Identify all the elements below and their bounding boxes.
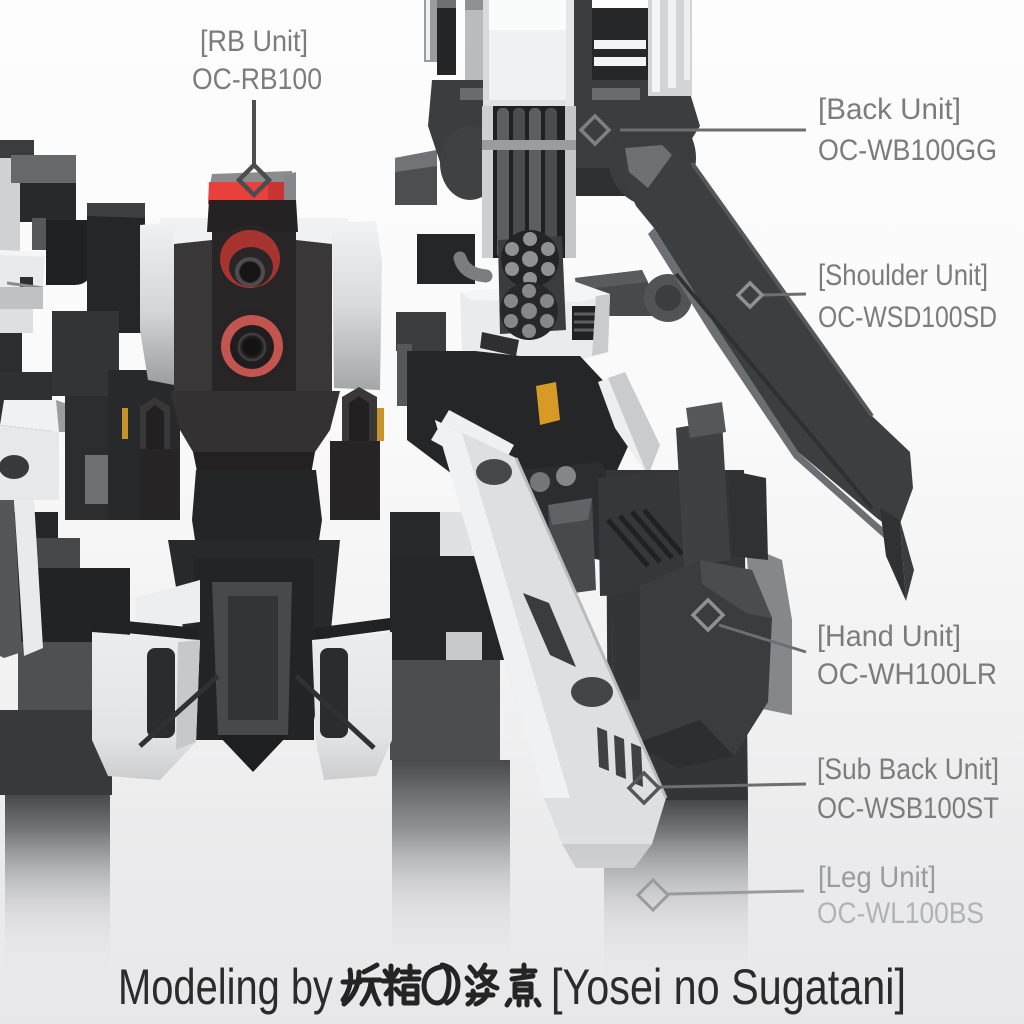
svg-text:Modeling by: Modeling by (118, 959, 333, 1015)
svg-text:[Shoulder Unit]: [Shoulder Unit] (818, 259, 988, 292)
svg-text:[Back Unit]: [Back Unit] (818, 93, 961, 126)
svg-text:OC-WH100LR: OC-WH100LR (817, 658, 997, 691)
svg-text:OC-WSB100ST: OC-WSB100ST (817, 792, 999, 825)
svg-text:OC-WB100GG: OC-WB100GG (818, 134, 997, 167)
svg-text:OC-WSD100SD: OC-WSD100SD (818, 301, 997, 334)
svg-text:[Sub Back Unit]: [Sub Back Unit] (817, 753, 999, 786)
svg-text:OC-RB100: OC-RB100 (192, 63, 322, 96)
svg-text:OC-WL100BS: OC-WL100BS (817, 897, 984, 930)
svg-text:[Hand Unit]: [Hand Unit] (817, 620, 961, 653)
svg-text:[Leg Unit]: [Leg Unit] (818, 861, 936, 894)
svg-text:[RB Unit]: [RB Unit] (200, 25, 308, 58)
svg-text:[Yosei no Sugatani]: [Yosei no Sugatani] (551, 959, 906, 1015)
